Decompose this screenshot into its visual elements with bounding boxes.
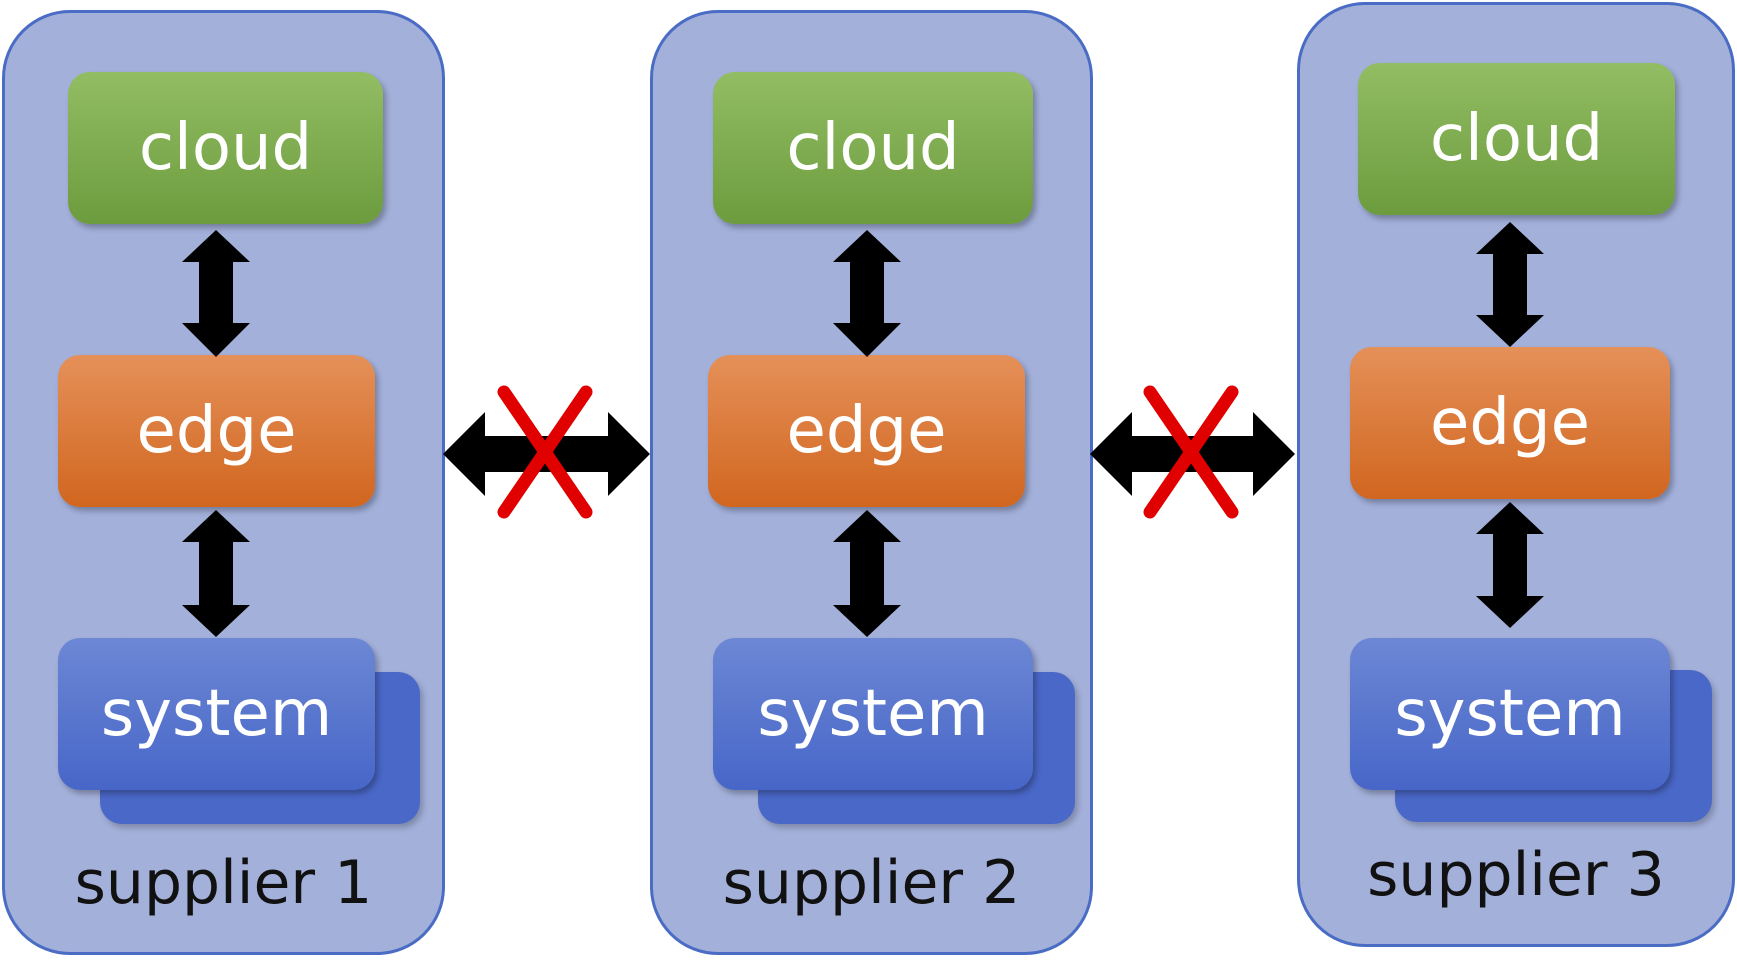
supplier-1-edge: edge	[58, 355, 375, 507]
supplier-1-system: system	[58, 638, 375, 790]
supplier-1-label: supplier 1	[74, 848, 373, 918]
supplier-1-edge-system-arrow	[182, 510, 250, 637]
supplier-2-system: system	[713, 638, 1033, 790]
supplier-3-system: system	[1350, 638, 1670, 790]
supplier-2-edge: edge	[708, 355, 1025, 507]
supplier-1-cloud-edge-arrow	[182, 230, 250, 357]
x-cross-icon	[497, 385, 593, 519]
supplier-1-cloud: cloud	[68, 72, 383, 224]
supplier-2-edge-system-arrow	[833, 510, 901, 637]
supplier-3-edge: edge	[1350, 347, 1670, 499]
x-cross-icon	[1143, 385, 1239, 519]
supplier-2-label: supplier 2	[722, 848, 1021, 918]
supplier-3-cloud: cloud	[1358, 63, 1675, 215]
supplier-3-label: supplier 3	[1367, 840, 1665, 910]
supplier-3-edge-system-arrow	[1476, 502, 1544, 628]
supplier-2-cloud-edge-arrow	[833, 230, 901, 357]
supplier-2-cloud: cloud	[713, 72, 1033, 224]
supplier-3-cloud-edge-arrow	[1476, 222, 1544, 347]
